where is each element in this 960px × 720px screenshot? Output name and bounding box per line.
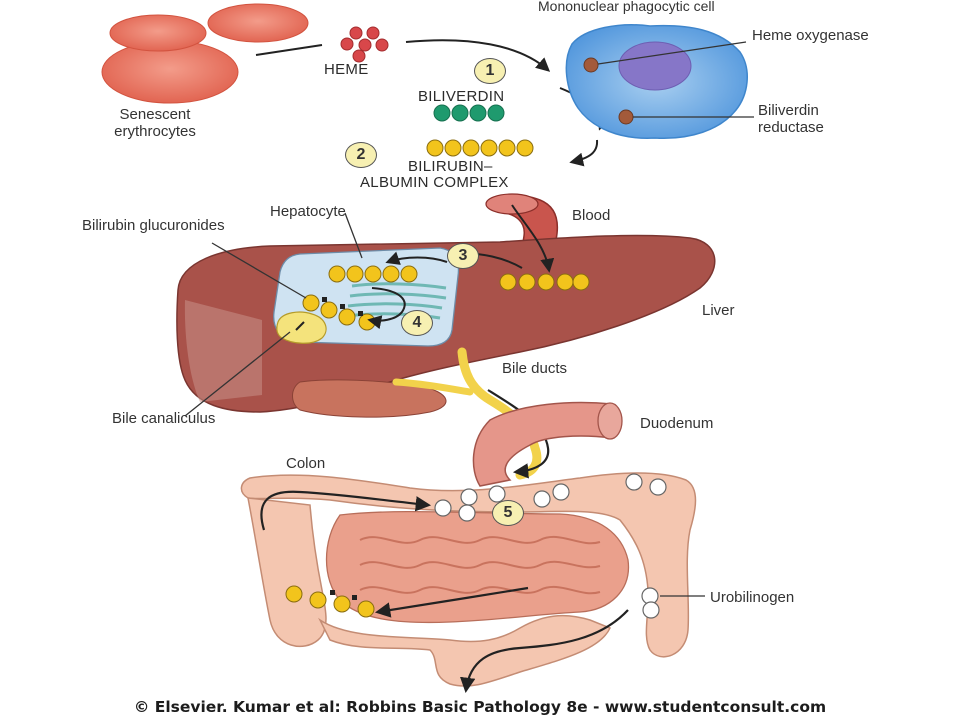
bile-ducts-label: Bile ducts: [502, 360, 568, 377]
biliverdin-reductase-label: Biliverdin reductase: [758, 102, 824, 136]
biliverdin-reductase-enzyme: [618, 109, 634, 125]
biliverdin-label: BILIVERDIN: [418, 88, 505, 105]
duodenum-label: Duodenum: [640, 415, 714, 432]
step-1-marker: 1: [474, 58, 506, 84]
step-4-marker: 4: [401, 310, 433, 336]
urobilinogen-molecules: [434, 473, 667, 619]
bile-canaliculus: [276, 311, 327, 344]
bilirubin-albumin-label-line2: ALBUMIN COMPLEX: [360, 174, 509, 191]
heme-label: HEME: [324, 61, 369, 78]
heme-oxygenase-enzyme: [583, 57, 599, 73]
duodenum: [472, 401, 623, 487]
urobilinogen-label: Urobilinogen: [710, 589, 795, 606]
blood-flow-arrow: [511, 204, 555, 273]
heme-molecules: [340, 26, 389, 63]
colon-glucuronide-tags: [330, 590, 357, 600]
mononuclear-phagocytic-cell: [565, 24, 754, 139]
colon-bilirubin: [285, 585, 375, 618]
excretion-arrow: [460, 609, 629, 694]
bilirubin-glucuronides-label: Bilirubin glucuronides: [82, 217, 225, 234]
uptake-arrow: [385, 251, 448, 265]
mononuclear-cell-label: Mononuclear phagocytic cell: [538, 0, 715, 14]
hepatocyte-label: Hepatocyte: [270, 203, 346, 220]
biliverdin-molecules: [433, 104, 505, 122]
bilirubin-albumin-label-line1: BILIRUBIN–: [408, 158, 493, 175]
complex-arrow: [569, 139, 599, 167]
reabsorption-arrow: [374, 586, 529, 618]
step-5-marker: 5: [492, 500, 524, 526]
blood-bilirubin: [499, 273, 590, 291]
colon-label: Colon: [286, 455, 326, 472]
senescent-erythrocytes-label: Senescent erythrocytes: [114, 106, 196, 140]
hepatocyte-bilirubin: [328, 265, 418, 283]
colon-flow-arrow: [260, 490, 432, 531]
liver-label: Liver: [702, 302, 735, 319]
bilirubin-albumin-molecules: [426, 139, 534, 157]
erythrocyte-to-heme-line: [255, 44, 323, 56]
bile-flow-arrow: [487, 389, 550, 479]
heme-oxygenase-label: Heme oxygenase: [752, 27, 869, 44]
erythrocytes: [101, 3, 309, 104]
step-3-marker: 3: [447, 243, 479, 269]
glucuronide-tags: [322, 297, 363, 316]
heme-to-cell-arrow: [405, 39, 551, 72]
blood-label: Blood: [572, 207, 611, 224]
conjugation-arrow: [367, 287, 406, 330]
nucleus: [618, 41, 692, 91]
step-2-marker: 2: [345, 142, 377, 168]
copyright-footer: © Elsevier. Kumar et al: Robbins Basic P…: [133, 698, 827, 716]
bile-canaliculus-label: Bile canaliculus: [112, 410, 216, 427]
